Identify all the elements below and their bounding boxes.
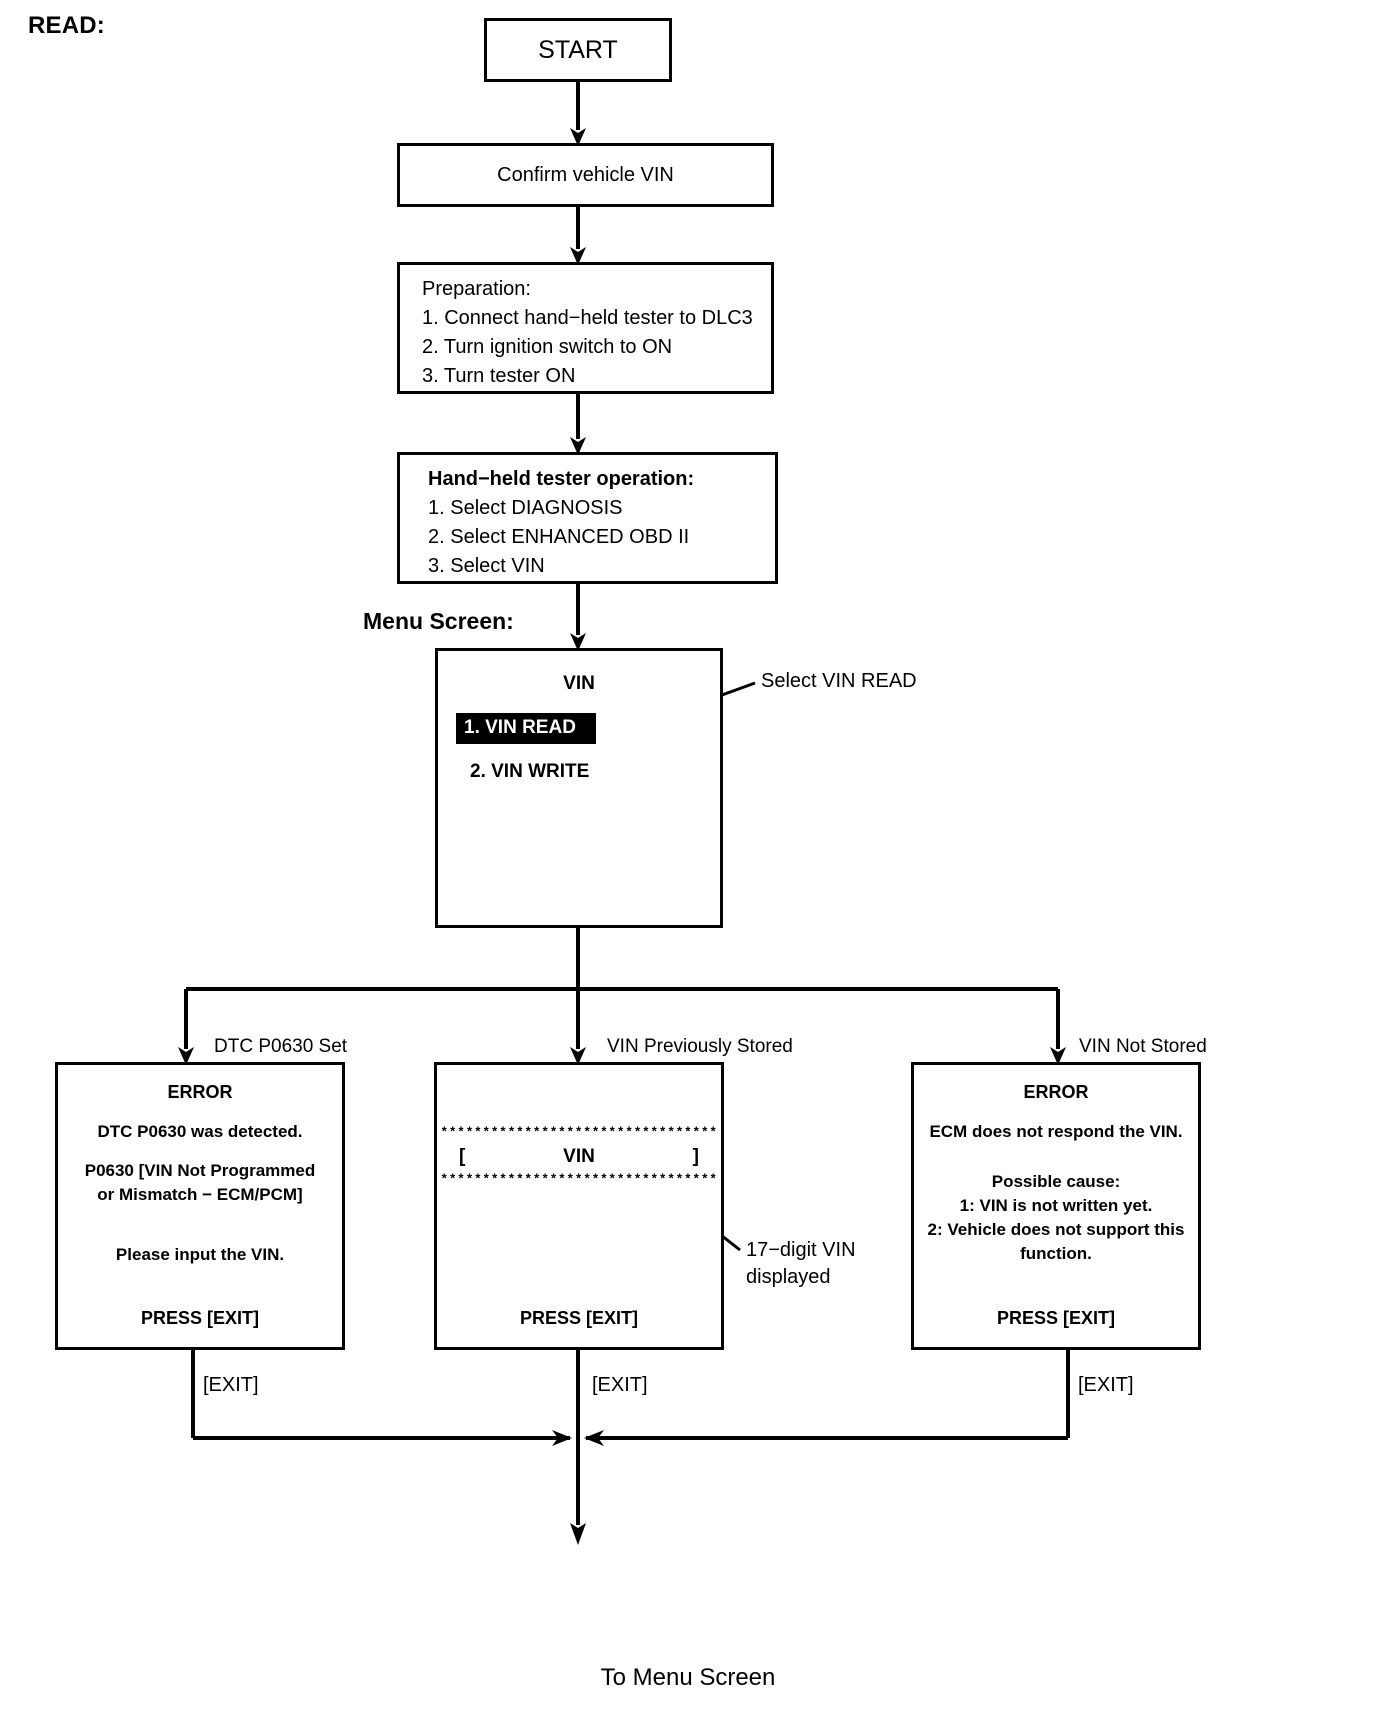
- screen-left-line-3: or Mismatch − ECM/PCM]: [97, 1185, 303, 1204]
- edge-label-exit-middle: [EXIT]: [592, 1374, 648, 1396]
- menu-item-vin-read[interactable]: 1. VIN READ: [456, 713, 596, 744]
- callout-17-digit-vin: 17−digit VIN displayed: [746, 1237, 856, 1291]
- callout-17-digit-vin-line-2: displayed: [746, 1266, 831, 1288]
- node-confirm-vin-label: Confirm vehicle VIN: [497, 163, 674, 186]
- screen-right-line-3: 1: VIN is not written yet.: [959, 1196, 1153, 1215]
- menu-screen-label: Menu Screen:: [363, 608, 514, 634]
- screen-right-press-exit: PRESS [EXIT]: [996, 1308, 1116, 1328]
- node-start-label: START: [538, 35, 618, 64]
- tester-operation-step-3: 3. Select VIN: [428, 555, 545, 577]
- screen-dtc-p0630-set: ERROR DTC P0630 was detected. P0630 [VIN…: [55, 1062, 345, 1350]
- node-preparation: Preparation: 1. Connect hand−held tester…: [397, 262, 774, 394]
- screen-left-press-exit: PRESS [EXIT]: [140, 1308, 260, 1328]
- callout-17-digit-vin-line-1: 17−digit VIN: [746, 1239, 856, 1261]
- screen-mid-stars-top: *********************************: [440, 1125, 718, 1140]
- screen-right-line-4: 2: Vehicle does not support this: [927, 1220, 1185, 1239]
- callout-select-vin-read: Select VIN READ: [761, 670, 917, 692]
- preparation-step-3: 3. Turn tester ON: [422, 365, 576, 387]
- footer-to-menu-screen: To Menu Screen: [600, 1664, 776, 1691]
- screen-right-line-2: Possible cause:: [991, 1172, 1121, 1191]
- tester-operation-step-2: 2. Select ENHANCED OBD II: [428, 526, 690, 548]
- menu-screen-title: VIN: [563, 673, 595, 694]
- preparation-header: Preparation:: [422, 278, 531, 300]
- screen-mid-press-exit: PRESS [EXIT]: [519, 1308, 639, 1328]
- screen-vin-not-stored: ERROR ECM does not respond the VIN. Poss…: [911, 1062, 1201, 1350]
- branch-label-dtc-set: DTC P0630 Set: [214, 1036, 348, 1057]
- vin-bracket-open: [: [459, 1146, 466, 1167]
- screen-left-header: ERROR: [167, 1082, 233, 1102]
- branch-label-vin-not-stored: VIN Not Stored: [1079, 1036, 1207, 1057]
- tester-menu-screen: VIN 1. VIN READ 2. VIN WRITE: [435, 648, 723, 928]
- edge-label-exit-right: [EXIT]: [1078, 1374, 1134, 1396]
- menu-item-vin-write[interactable]: 2. VIN WRITE: [470, 761, 590, 782]
- screen-left-line-4: Please input the VIN.: [115, 1245, 285, 1264]
- tester-operation-header: Hand−held tester operation:: [428, 468, 695, 490]
- node-tester-operation: Hand−held tester operation: 1. Select DI…: [397, 452, 778, 584]
- screen-vin-previously-stored: ********************************* [ VIN …: [434, 1062, 724, 1350]
- vin-value: VIN: [563, 1146, 595, 1167]
- screen-left-line-1: DTC P0630 was detected.: [97, 1122, 303, 1141]
- screen-right-line-5: function.: [1020, 1244, 1092, 1263]
- preparation-step-1: 1. Connect hand−held tester to DLC3: [422, 307, 753, 329]
- vin-bracket-close: ]: [692, 1146, 699, 1167]
- screen-mid-vin-row: [ VIN ]: [437, 1146, 721, 1168]
- screen-right-header: ERROR: [1023, 1082, 1089, 1102]
- preparation-step-2: 2. Turn ignition switch to ON: [422, 336, 673, 358]
- tester-operation-step-1: 1. Select DIAGNOSIS: [428, 497, 623, 519]
- screen-mid-stars-bottom: *********************************: [440, 1172, 718, 1187]
- branch-label-vin-stored: VIN Previously Stored: [607, 1036, 793, 1057]
- node-confirm-vin: Confirm vehicle VIN: [397, 143, 774, 207]
- edge-label-exit-left: [EXIT]: [203, 1374, 259, 1396]
- page-title: READ:: [28, 12, 105, 39]
- screen-left-line-2: P0630 [VIN Not Programmed: [84, 1161, 316, 1180]
- node-start: START: [484, 18, 672, 82]
- screen-right-line-1: ECM does not respond the VIN.: [929, 1122, 1183, 1141]
